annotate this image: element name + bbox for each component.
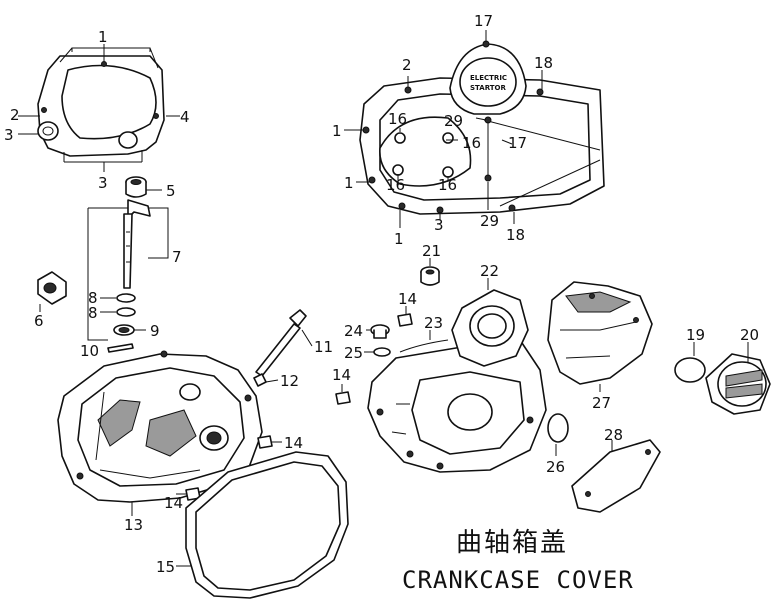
badge-line-1: ELECTRIC bbox=[470, 74, 507, 82]
callout: 11 bbox=[314, 338, 333, 356]
callout: 1 bbox=[332, 122, 342, 140]
pin bbox=[107, 343, 134, 353]
callout: 18 bbox=[506, 226, 525, 244]
callout: 26 bbox=[546, 458, 565, 476]
callout: 16 bbox=[388, 110, 407, 128]
title-chinese: 曲轴箱盖 bbox=[456, 528, 569, 558]
callout: 19 bbox=[686, 326, 705, 344]
callout: 3 bbox=[4, 126, 14, 144]
callout: 21 bbox=[422, 242, 441, 260]
callout: 15 bbox=[156, 558, 175, 576]
callout: 3 bbox=[434, 216, 444, 234]
callout: 16 bbox=[386, 176, 405, 194]
starter-gear bbox=[37, 271, 67, 305]
callout: 16 bbox=[438, 176, 457, 194]
callout: 1 bbox=[344, 174, 354, 192]
o-ring bbox=[373, 347, 391, 357]
callout: 4 bbox=[180, 108, 190, 126]
filler-cap bbox=[370, 324, 390, 339]
callout: 23 bbox=[424, 314, 443, 332]
callout: 14 bbox=[164, 494, 183, 512]
seal-strip bbox=[399, 339, 449, 353]
left-crankcase bbox=[57, 350, 263, 503]
dowel-pin bbox=[397, 313, 413, 327]
callout: 5 bbox=[166, 182, 176, 200]
callout: 10 bbox=[80, 342, 99, 360]
callout: 18 bbox=[534, 54, 553, 72]
bushing bbox=[125, 176, 147, 198]
o-ring bbox=[253, 373, 267, 387]
callout: 12 bbox=[280, 372, 299, 390]
callout: 9 bbox=[150, 322, 160, 340]
callout: 28 bbox=[604, 426, 623, 444]
callout: 14 bbox=[284, 434, 303, 452]
cover-gasket bbox=[185, 451, 349, 599]
callout: 25 bbox=[344, 344, 363, 362]
right-crankcase-cover bbox=[359, 77, 605, 215]
callout: 17 bbox=[508, 134, 527, 152]
side-cover bbox=[547, 281, 653, 385]
callout: 1 bbox=[98, 28, 108, 46]
electric-starter-cover: ELECTRIC STARTOR bbox=[449, 40, 527, 182]
callout: 24 bbox=[344, 322, 363, 340]
callout: 8 bbox=[88, 304, 98, 322]
callout: 16 bbox=[462, 134, 481, 152]
seal-ring bbox=[547, 413, 569, 443]
callout: 29 bbox=[444, 112, 463, 130]
o-ring bbox=[674, 357, 706, 383]
bushing bbox=[420, 266, 440, 286]
callout: 17 bbox=[474, 12, 493, 30]
dowel-pin bbox=[335, 391, 351, 405]
callout-labels: 1 2 3 3 4 5 6 7 8 8 9 10 11 12 13 14 14 … bbox=[4, 12, 759, 576]
callout: 27 bbox=[592, 394, 611, 412]
cap-cover bbox=[705, 353, 771, 415]
callout: 22 bbox=[480, 262, 499, 280]
callout: 8 bbox=[88, 289, 98, 307]
callout: 29 bbox=[480, 212, 499, 230]
callout: 7 bbox=[172, 248, 182, 266]
callout: 6 bbox=[34, 312, 44, 330]
oil-dipstick bbox=[255, 309, 307, 377]
shift-shaft bbox=[123, 199, 151, 289]
washer bbox=[116, 293, 136, 303]
right-crankcase bbox=[367, 289, 547, 473]
callout: 2 bbox=[402, 56, 412, 74]
callout: 14 bbox=[332, 366, 351, 384]
callout: 3 bbox=[98, 174, 108, 192]
dowel-pin bbox=[257, 435, 273, 449]
small-crankcase-cover bbox=[37, 55, 165, 157]
badge-line-2: STARTOR bbox=[470, 84, 506, 92]
callout: 2 bbox=[10, 106, 20, 124]
callout: 14 bbox=[398, 290, 417, 308]
callout: 1 bbox=[394, 230, 404, 248]
inspection-plate bbox=[571, 439, 661, 513]
callout: 13 bbox=[124, 516, 143, 534]
washer bbox=[116, 307, 136, 317]
oil-seal bbox=[113, 324, 135, 336]
title-english: CRANKCASE COVER bbox=[402, 566, 634, 594]
callout: 20 bbox=[740, 326, 759, 344]
